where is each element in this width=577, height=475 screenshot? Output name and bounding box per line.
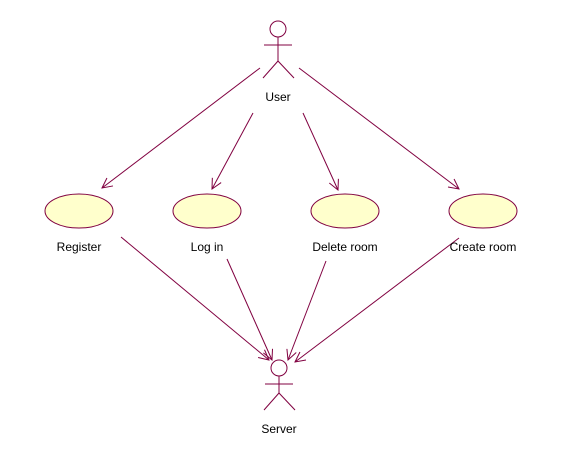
association-user-register bbox=[102, 67, 261, 188]
usecase-create-room-label: Create room bbox=[450, 240, 517, 254]
actor-server-label: Server bbox=[261, 422, 296, 436]
association-register-server bbox=[120, 236, 269, 360]
associations bbox=[102, 67, 460, 362]
actor-user[interactable] bbox=[262, 20, 295, 79]
stick-figure-icon bbox=[263, 359, 296, 411]
usecase-ellipse bbox=[310, 193, 380, 229]
usecase-ellipse bbox=[44, 193, 114, 229]
stick-figure-icon bbox=[262, 20, 295, 79]
usecase-delete-room[interactable]: Delete room bbox=[310, 193, 380, 254]
usecase-delete-room-label: Delete room bbox=[312, 240, 377, 254]
usecase-create-room[interactable]: Create room bbox=[448, 193, 518, 254]
actor-user-label: User bbox=[265, 90, 290, 104]
usecase-ellipse bbox=[448, 193, 518, 229]
association-user-create-room bbox=[298, 67, 459, 189]
usecase-ellipse bbox=[172, 193, 242, 229]
usecase-login-label: Log in bbox=[191, 240, 224, 254]
actor-server[interactable] bbox=[263, 359, 296, 411]
association-user-login bbox=[212, 112, 254, 189]
association-login-server bbox=[226, 258, 272, 360]
association-user-delete-room bbox=[302, 112, 338, 190]
usecase-login[interactable]: Log in bbox=[172, 193, 242, 254]
association-delete-room-server bbox=[288, 260, 327, 360]
usecase-register[interactable]: Register bbox=[44, 193, 114, 254]
association-create-room-server bbox=[295, 237, 460, 362]
usecase-register-label: Register bbox=[57, 240, 102, 254]
